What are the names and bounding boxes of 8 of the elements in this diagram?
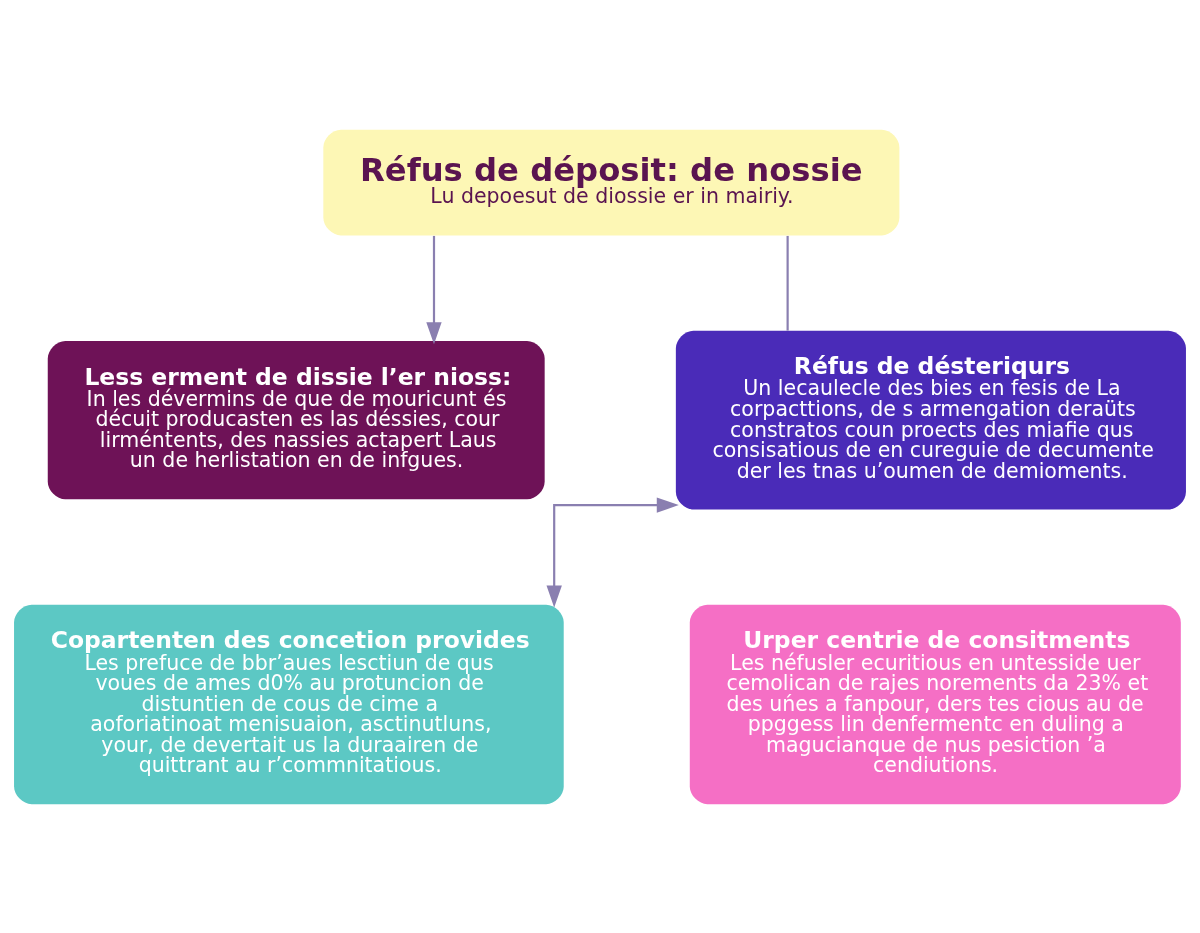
- connector: [786, 235, 789, 331]
- node-box: Copartenten des concetion provides Les prefuce de bbr’aues lesctiun de qus voues de ames d0% au protuncion de distuntien de cous de cime a aoforiatinoat menisuaion, asctinutluns, your, de devertait us la duraairen de quittrant au r’commnitatious.: [14, 604, 564, 804]
- node-box: Urper centrie de consitments Les néfusler ecuritious en untesside uer cemolican de rajes norements da 23% et des uńes a fanpour, ders tes cious au de ppggess lin denfermentc en duling a magucianque de nus pesiction ’a cendiutions.: [689, 604, 1181, 804]
- arrow: [546, 496, 679, 608]
- node-box: Réfus de désteriqurs Un lecaulecle des bies en fesis de La corpacttions, de s armengation deraüts constratos coun proects des miafie qus consisatious de en cureguie de decumente der les tnas u’oumen de demioments.: [675, 330, 1186, 509]
- node-box: Réfus de déposit: de nossie Lu depoesut de diossie er in mairiy.: [323, 129, 900, 235]
- node-box: Less erment de dissie l’er nioss: In les dévermins de que de mouricunt és décuit producasten es las déssies, cour lirméntents, des nassies actapert Laus un de herlistation en de infgues.: [47, 340, 545, 499]
- arrow: [426, 235, 442, 344]
